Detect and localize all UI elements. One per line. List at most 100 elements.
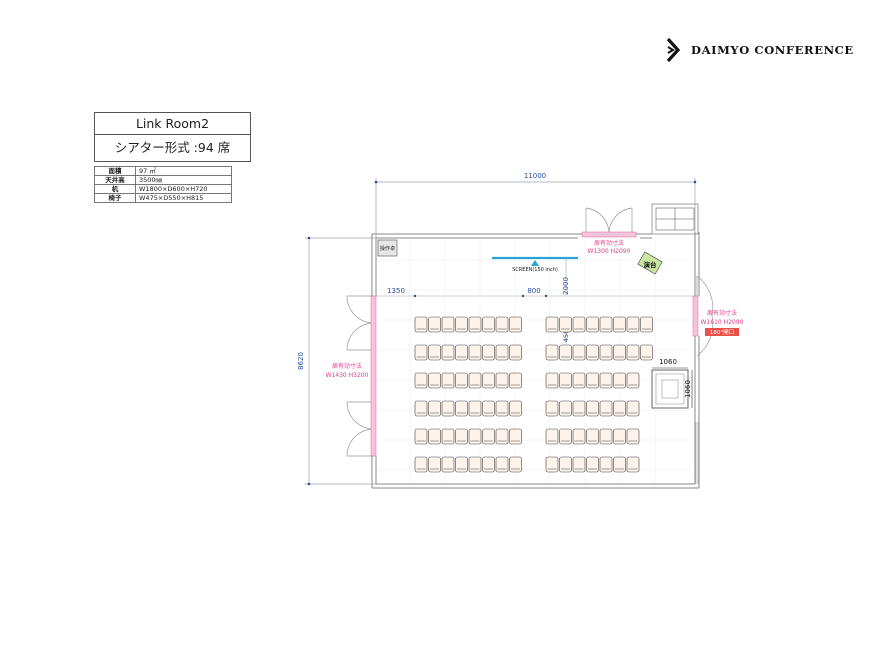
chair bbox=[545, 372, 559, 389]
chair bbox=[495, 316, 509, 333]
chair bbox=[626, 456, 640, 473]
chair bbox=[414, 428, 428, 445]
chair bbox=[414, 400, 428, 417]
chair bbox=[455, 344, 468, 361]
chair bbox=[414, 316, 428, 333]
door-left-title: 扉有効寸法 bbox=[332, 362, 362, 370]
chair bbox=[640, 316, 653, 333]
chair bbox=[509, 456, 522, 473]
lectern bbox=[637, 251, 663, 275]
chair bbox=[599, 456, 613, 473]
chair bbox=[545, 316, 559, 333]
brand-name: DAIMYO CONFERENCE bbox=[691, 43, 854, 57]
chair bbox=[559, 456, 572, 473]
chair bbox=[599, 372, 613, 389]
operator-desk-label: 操作卓 bbox=[380, 245, 395, 252]
chair bbox=[455, 456, 468, 473]
door-left bbox=[346, 295, 375, 457]
chair bbox=[572, 316, 586, 333]
chair bbox=[468, 372, 482, 389]
chair bbox=[559, 316, 572, 333]
chair bbox=[482, 372, 495, 389]
chair bbox=[441, 400, 455, 417]
chair bbox=[572, 456, 586, 473]
chair bbox=[455, 372, 468, 389]
chair bbox=[509, 428, 522, 445]
chair bbox=[586, 344, 599, 361]
chair bbox=[468, 344, 482, 361]
room-title-box: Link Room2 シアター形式 :94 席 bbox=[94, 112, 251, 162]
chair bbox=[599, 428, 613, 445]
door-top-title: 扉有効寸法 bbox=[594, 239, 624, 247]
chair bbox=[559, 400, 572, 417]
door-left-size: W1430 H3200 bbox=[326, 372, 369, 379]
chair bbox=[482, 428, 495, 445]
chair bbox=[428, 372, 441, 389]
door-right-title: 扉有効寸法 bbox=[707, 309, 737, 317]
chair bbox=[428, 400, 441, 417]
chair bbox=[559, 372, 572, 389]
storage-room bbox=[651, 203, 699, 235]
screen-label: SCREEN(150 inch) bbox=[512, 267, 558, 273]
door-top bbox=[585, 207, 633, 235]
brand-logo: DAIMYO CONFERENCE bbox=[665, 38, 854, 62]
chair bbox=[626, 372, 640, 389]
chair bbox=[545, 400, 559, 417]
door-right-opening bbox=[692, 295, 699, 337]
seating-area bbox=[414, 316, 653, 473]
chair bbox=[545, 456, 559, 473]
chair bbox=[509, 400, 522, 417]
operator-desk bbox=[377, 239, 398, 257]
dim-2000-label: 2000 bbox=[562, 277, 570, 295]
chair bbox=[428, 344, 441, 361]
chair bbox=[626, 428, 640, 445]
floor-grid bbox=[376, 238, 690, 484]
chair bbox=[626, 344, 640, 361]
chair bbox=[414, 456, 428, 473]
right-wall-window bbox=[695, 422, 699, 484]
chair bbox=[482, 400, 495, 417]
chair bbox=[482, 344, 495, 361]
chair bbox=[572, 372, 586, 389]
chair bbox=[599, 344, 613, 361]
chair bbox=[468, 456, 482, 473]
chair bbox=[613, 456, 626, 473]
pillar bbox=[651, 369, 689, 409]
chair bbox=[495, 344, 509, 361]
chair bbox=[441, 344, 455, 361]
chair bbox=[599, 400, 613, 417]
overall-dimensions bbox=[305, 178, 696, 485]
chair bbox=[495, 372, 509, 389]
chair bbox=[599, 316, 613, 333]
chair bbox=[428, 428, 441, 445]
chair bbox=[586, 400, 599, 417]
chair bbox=[586, 316, 599, 333]
dim-1350-label: 1350 bbox=[387, 287, 405, 295]
chair bbox=[495, 428, 509, 445]
chair bbox=[613, 428, 626, 445]
chair bbox=[428, 456, 441, 473]
chair bbox=[455, 400, 468, 417]
chair bbox=[509, 372, 522, 389]
door-right-note: 180°開口 bbox=[710, 329, 734, 336]
chair bbox=[509, 344, 522, 361]
chair bbox=[495, 456, 509, 473]
chair bbox=[428, 316, 441, 333]
chair bbox=[482, 316, 495, 333]
lectern-label: 演台 bbox=[644, 260, 658, 269]
dim-height-label: 8620 bbox=[297, 352, 305, 370]
dim-1060-horizontal: 1060 bbox=[659, 358, 677, 366]
chair bbox=[626, 400, 640, 417]
chair bbox=[441, 372, 455, 389]
chair bbox=[559, 428, 572, 445]
dim-800-label: 800 bbox=[527, 287, 540, 295]
chair bbox=[613, 372, 626, 389]
chair bbox=[586, 456, 599, 473]
chair bbox=[613, 400, 626, 417]
chair bbox=[572, 400, 586, 417]
door-right-size: W1610 H2090 bbox=[701, 319, 744, 326]
dim-450-label: 450 bbox=[562, 330, 570, 342]
chair bbox=[640, 344, 653, 361]
